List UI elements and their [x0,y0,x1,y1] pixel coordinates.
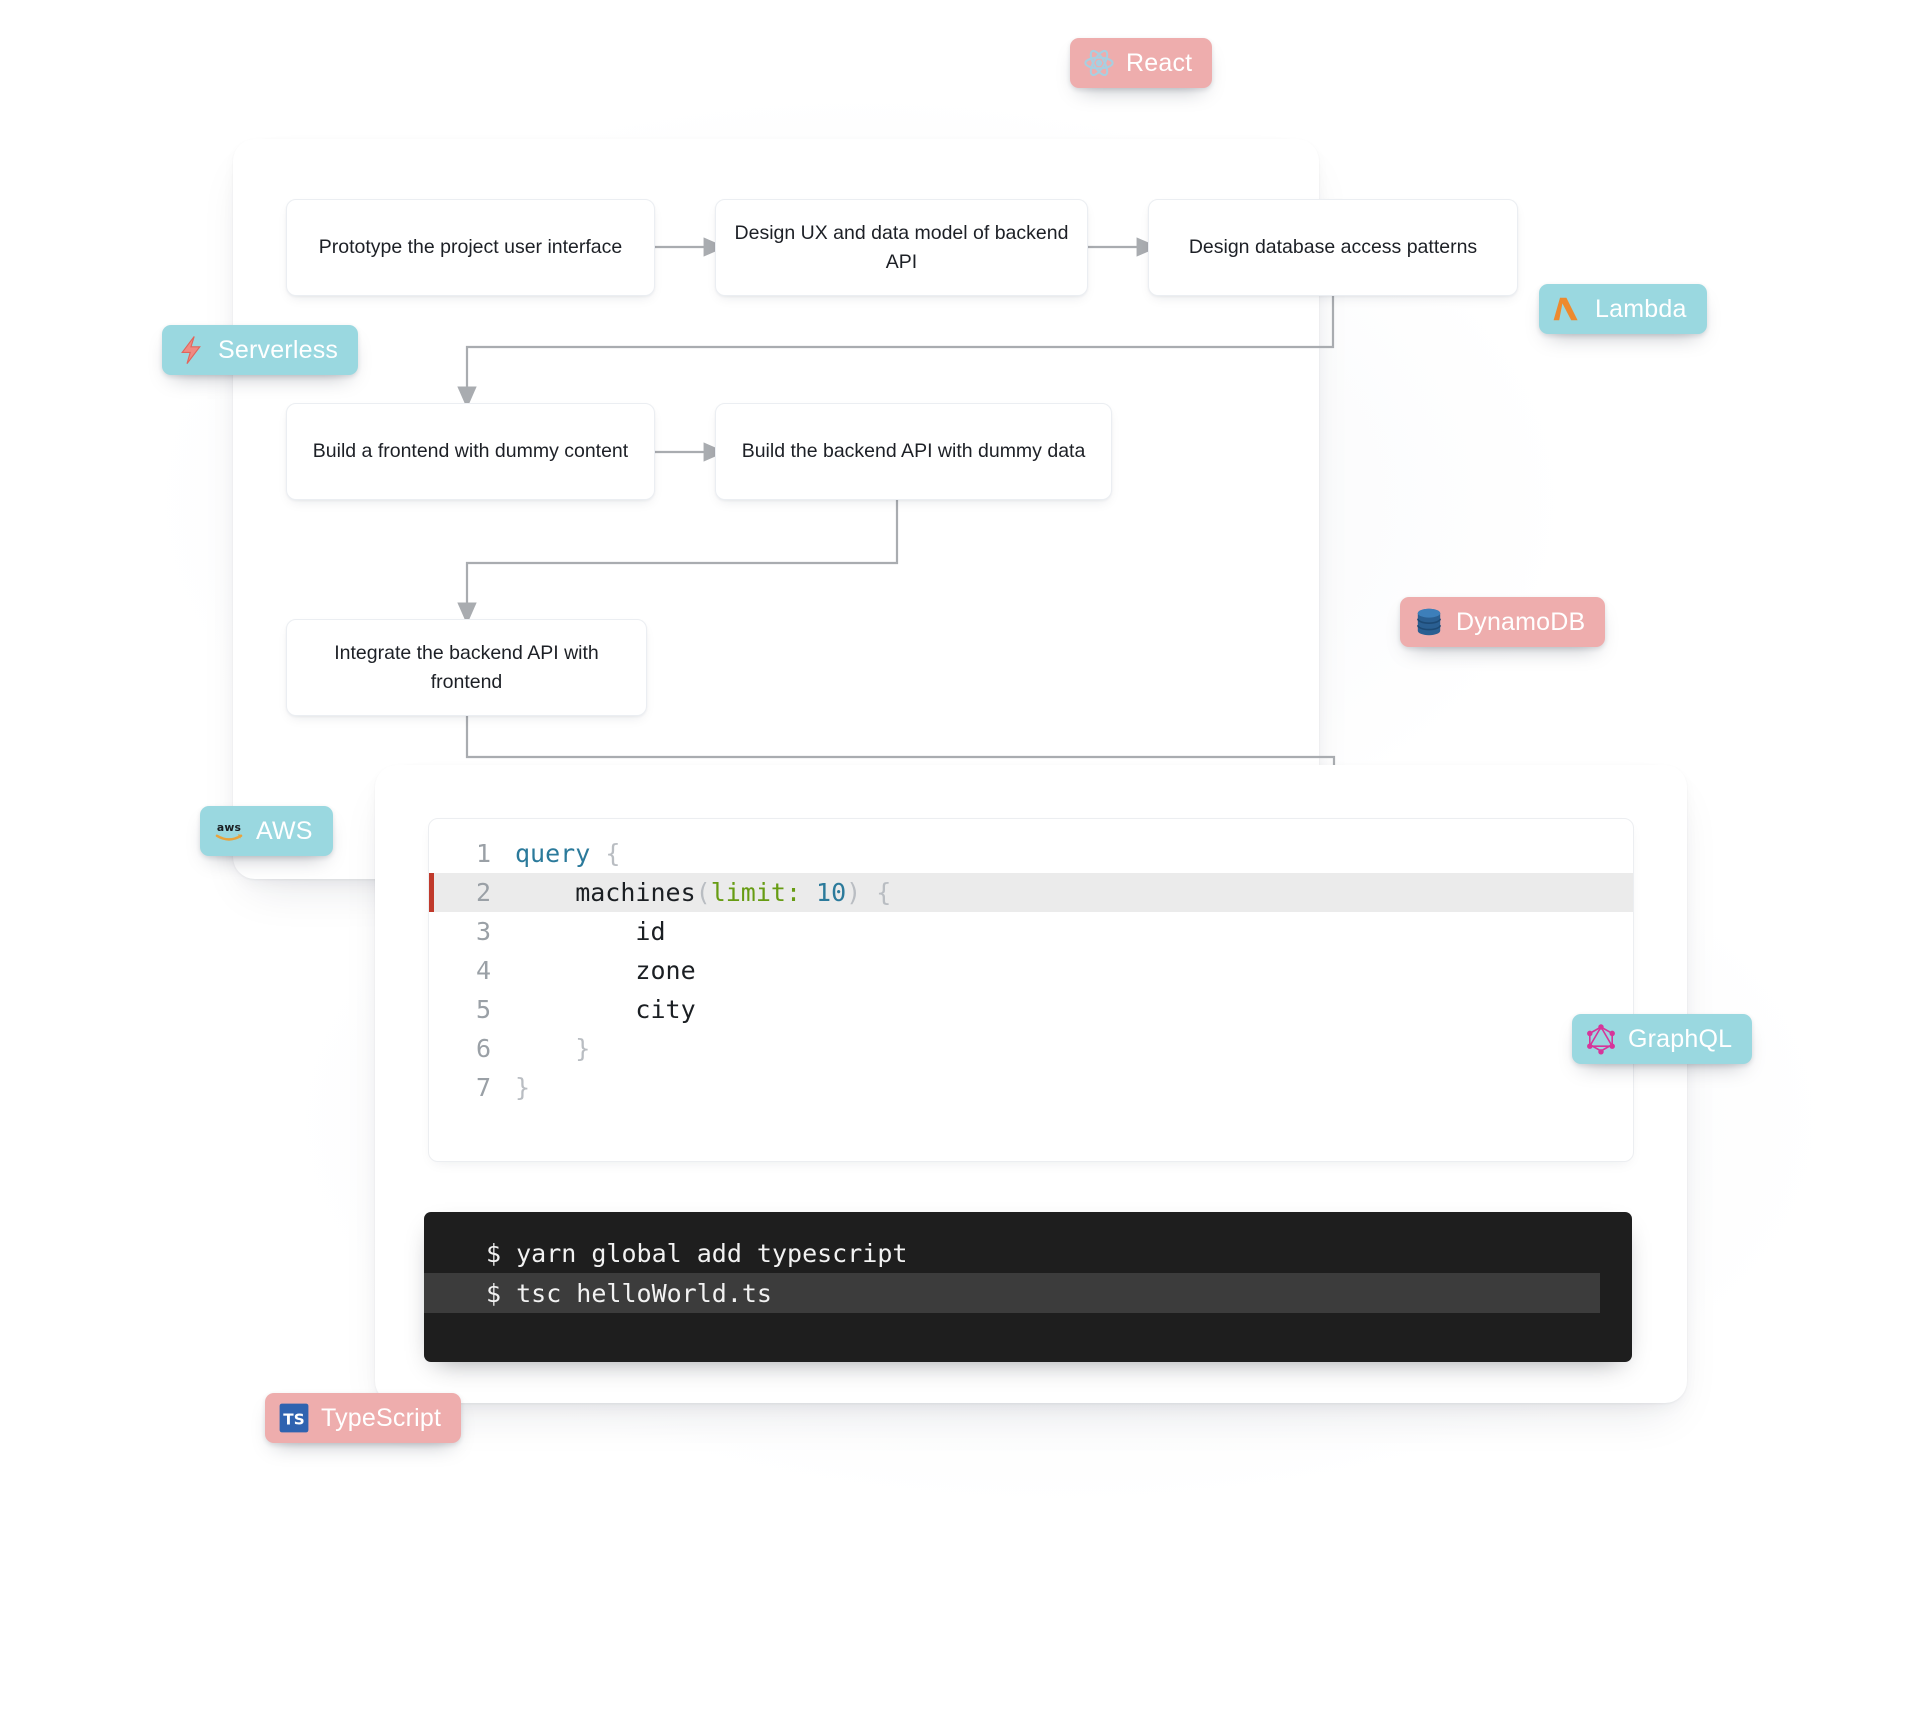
terminal-panel[interactable]: $ yarn global add typescript $ tsc helloW… [424,1212,1632,1362]
lambda-icon [1553,297,1578,321]
dynamodb-icon [1417,608,1441,636]
flow-box-label: Design database access patterns [1188,236,1478,259]
code-line[interactable]: 1 query { [429,834,1633,873]
code-line-text: } [515,1034,591,1063]
code-line-text: query { [515,839,621,868]
code-line[interactable]: 5 city [429,990,1633,1029]
badge-serverless[interactable]: Serverless [162,325,359,375]
code-line-number: 2 [475,878,491,907]
badge-label: AWS [256,816,313,845]
graphql-icon [1587,1024,1615,1055]
terminal-line-text: $ yarn global add typescript [486,1238,908,1268]
flow-box-integrate[interactable]: Integrate the backend API with frontend [286,619,647,716]
badge-label: GraphQL [1628,1024,1733,1053]
flow-box-design-db[interactable]: Design database access patterns [1148,199,1518,296]
badge-label: Serverless [218,335,339,364]
code-line-text: id [515,917,666,946]
code-line-text: } [515,1073,531,1102]
flow-box-build-backend[interactable]: Build the backend API with dummy data [715,403,1112,500]
svg-text:TS: TS [283,1410,305,1428]
terminal-line[interactable]: $ tsc helloWorld.ts [424,1273,1600,1313]
serverless-icon [181,336,201,364]
badge-react[interactable]: React [1070,38,1213,88]
terminal-line[interactable]: $ yarn global add typescript [424,1233,1632,1273]
flow-box-label: Build a frontend with dummy content [312,440,629,463]
code-line[interactable]: 2 machines(limit: 10) { [429,873,1633,912]
flow-box-label: Build the backend API with dummy data [741,440,1086,463]
code-line[interactable]: 4 zone [429,951,1633,990]
badge-label: TypeScript [321,1403,442,1432]
code-change-marker [429,873,434,912]
code-line-number: 5 [475,995,491,1024]
code-line-number: 7 [475,1073,491,1102]
badge-graphql[interactable]: GraphQL [1572,1014,1753,1064]
flow-box-build-frontend[interactable]: Build a frontend with dummy content [286,403,655,500]
typescript-icon: TS [279,1403,309,1433]
code-line-text: machines(limit: 10) { [515,878,892,907]
badge-typescript[interactable]: TS TypeScript [265,1393,462,1443]
code-line-number: 4 [475,956,491,985]
aws-icon: aws [215,821,243,841]
code-line-number: 3 [475,917,491,946]
flow-box-prototype-ui[interactable]: Prototype the project user interface [286,199,655,296]
react-icon [1084,49,1114,77]
code-line[interactable]: 7} [429,1068,1633,1107]
badge-label: DynamoDB [1456,607,1586,636]
code-line[interactable]: 3 id [429,912,1633,951]
code-line-number: 1 [475,839,491,868]
badge-dynamodb[interactable]: DynamoDB [1400,597,1606,647]
code-line-text: zone [515,956,696,985]
code-line-text: city [515,995,696,1024]
terminal-line-text: $ tsc helloWorld.ts [486,1278,772,1308]
flow-box-design-ux[interactable]: Design UX and data model of backend API [715,199,1088,296]
code-line-number: 6 [475,1034,491,1063]
badge-label: React [1126,48,1193,77]
code-line[interactable]: 6 } [429,1029,1633,1068]
flow-box-label: Design UX and data model of backend API [734,222,1069,273]
svg-text:aws: aws [217,821,241,834]
badge-label: Lambda [1595,294,1687,323]
badge-aws[interactable]: aws AWS [200,806,333,856]
flow-box-label: Prototype the project user interface [318,236,623,259]
badge-lambda[interactable]: Lambda [1539,284,1707,334]
flow-box-label: Integrate the backend API with frontend [334,642,599,693]
